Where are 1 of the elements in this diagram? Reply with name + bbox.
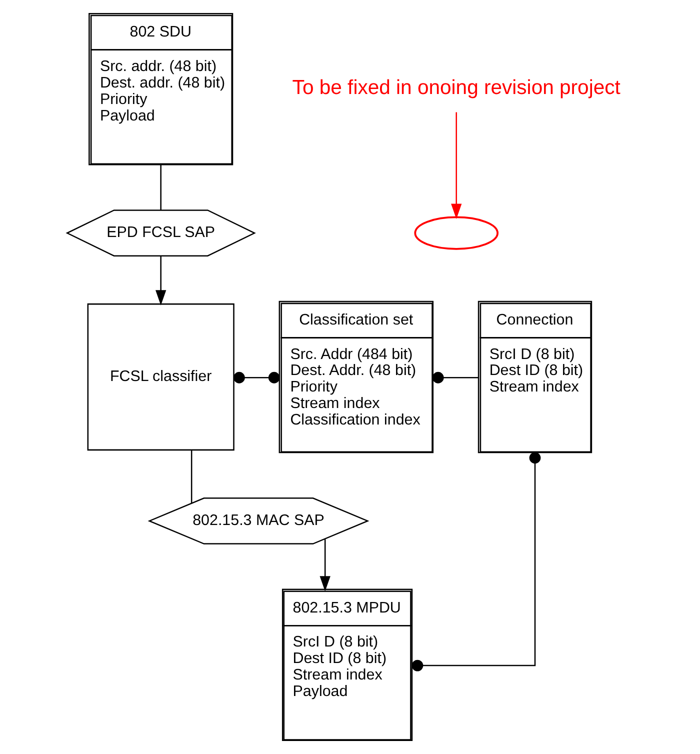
node-text: To be fixed in onoing revision project [292,76,620,99]
